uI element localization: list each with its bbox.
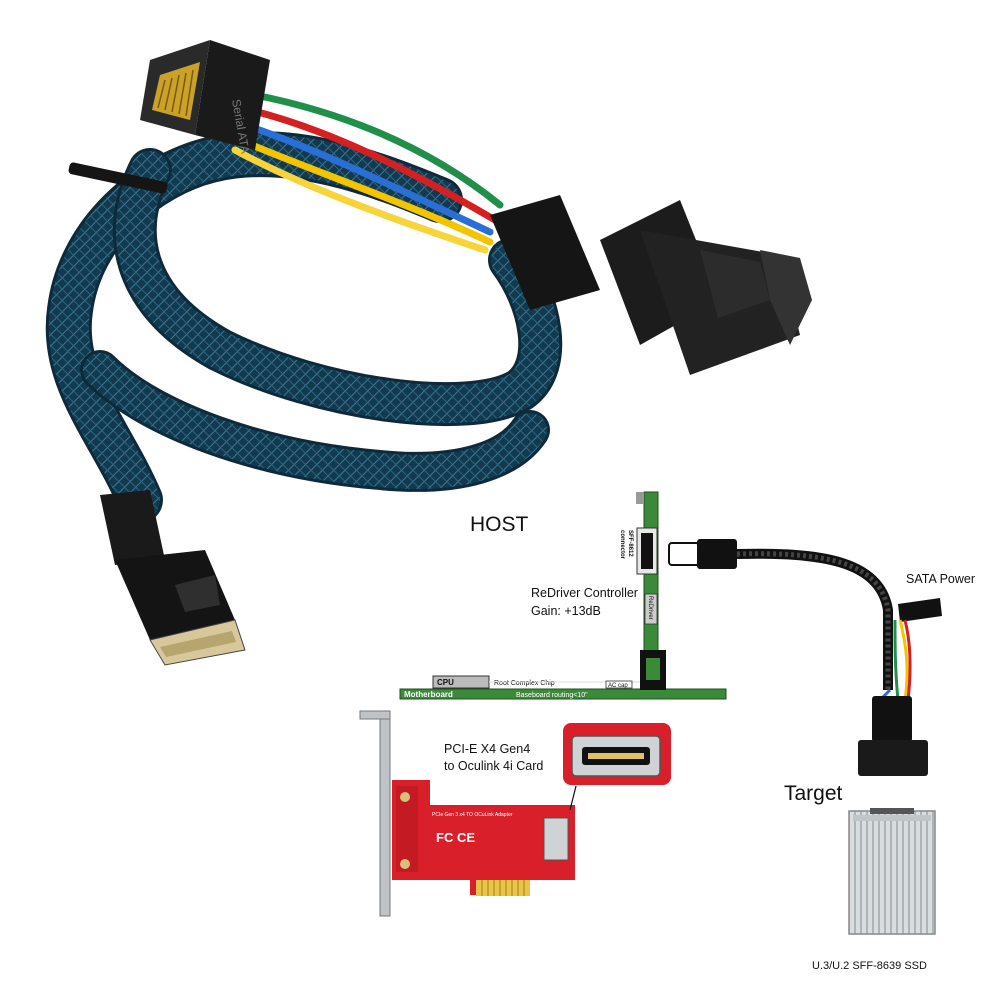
pcie-card-label-1: PCI-E X4 Gen4 (444, 742, 531, 756)
ssd-label: U.3/U.2 SFF-8639 SSD (812, 960, 927, 972)
port-zoom-inset (563, 723, 671, 785)
motherboard-strip (399, 688, 727, 700)
baseboard-routing-label: Baseboard routing<10" (516, 692, 588, 699)
power-wires (231, 91, 504, 254)
root-complex-label: Root Complex Chip (494, 680, 555, 687)
target-label: Target (784, 782, 843, 805)
sff-connector-label-1: SFF-8612 (627, 530, 633, 557)
ac-cap-label: AC cap (608, 683, 628, 689)
host-label: HOST (470, 513, 529, 536)
card-fc-mark: FC CE (436, 830, 475, 845)
motherboard-label: Motherboard (404, 690, 453, 699)
pcie-card-label-2: to Oculink 4i Card (444, 759, 544, 773)
ssd-illustration (848, 808, 936, 935)
mini-sata-connector (898, 598, 942, 622)
sata-power-connector: Serial ATA (140, 40, 270, 155)
mini-u2-body (872, 696, 912, 742)
sff-connector-label-2: connector (619, 530, 625, 560)
card-silk-text: PCIe Gen 3 x4 TO OCuLink Adapter (432, 812, 513, 818)
card-pcb (392, 780, 575, 895)
pcie-card: PCIe Gen 3 x4 TO OCuLink Adapter FC CE (359, 710, 577, 917)
mini-oculink-body (697, 539, 737, 569)
mini-oculink-plug (668, 542, 700, 566)
oculink-connector (100, 490, 246, 666)
ac-cap-box (605, 680, 633, 689)
motherboard-diagram: Motherboard Baseboard routing<10" CPU Ro… (399, 491, 727, 700)
redriver-chip-label: ReDriver (647, 596, 653, 620)
mini-u2-connector (858, 740, 928, 776)
redriver-controller-label: ReDriver Controller (531, 586, 638, 600)
sata-power-label: SATA Power (906, 572, 976, 586)
redriver-chip (644, 593, 658, 625)
u2-connector (490, 195, 812, 375)
card-bracket (379, 710, 391, 917)
gain-label: Gain: +13dB (531, 604, 601, 618)
cpu-label: CPU (437, 678, 454, 687)
card-oculink-port (543, 817, 569, 861)
cable-diagram (668, 539, 942, 776)
